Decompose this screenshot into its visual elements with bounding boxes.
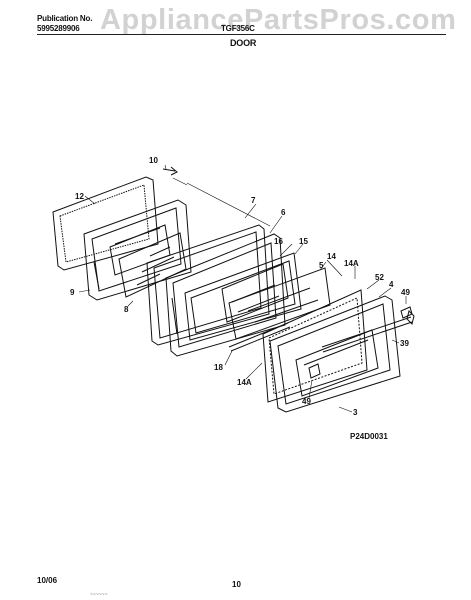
- inner-glass: [118, 232, 187, 298]
- callout-14a-bottom: 14A: [237, 378, 252, 387]
- callout-6: 6: [281, 208, 286, 217]
- publication-number: 5995289906: [37, 24, 80, 33]
- callout-49-top: 49: [401, 288, 410, 297]
- inner-door-liner: [83, 199, 192, 301]
- insulation-frame: [165, 233, 286, 357]
- section-title: DOOR: [230, 38, 257, 48]
- callout-49-bottom: 49: [302, 397, 311, 406]
- page-number: 10: [232, 580, 241, 589]
- callout-8: 8: [124, 305, 129, 314]
- callout-10: 10: [149, 156, 158, 165]
- callout-12: 12: [75, 192, 84, 201]
- figure-id: P24D0031: [350, 432, 388, 441]
- hinge-channel: [228, 322, 291, 352]
- handle-end-cap: [308, 306, 413, 379]
- footer-mark: ~~~~~~: [90, 592, 108, 598]
- footer-date: 10/06: [37, 576, 58, 585]
- callout-16: 16: [274, 237, 283, 246]
- leader-lines: [78, 164, 407, 413]
- door-gasket: [52, 176, 159, 271]
- publication-label: Publication No.: [37, 14, 93, 23]
- screw: [162, 166, 178, 176]
- callout-5: 5: [319, 261, 324, 270]
- callout-52: 52: [375, 273, 384, 282]
- callout-4: 4: [389, 280, 394, 289]
- callout-7: 7: [251, 196, 256, 205]
- outer-door: [269, 295, 401, 413]
- model-number: TGF356C: [221, 24, 255, 33]
- part-callouts: 10 12 7 6 16 15 5 14 14A 52 4 49 9 8 39 …: [70, 156, 410, 417]
- window-frame: [184, 252, 302, 341]
- callout-14a-top: 14A: [344, 259, 359, 268]
- outer-glass: [228, 267, 331, 340]
- callout-18: 18: [214, 363, 223, 372]
- callout-39: 39: [400, 339, 409, 348]
- glass-pack: [262, 289, 368, 403]
- header-rule: [37, 34, 446, 35]
- watermark: AppliancePartsPros.com: [100, 4, 457, 36]
- callout-14: 14: [327, 252, 336, 261]
- callout-9: 9: [70, 288, 75, 297]
- callout-15: 15: [299, 237, 308, 246]
- callout-3: 3: [353, 408, 358, 417]
- door-panel: [146, 224, 270, 346]
